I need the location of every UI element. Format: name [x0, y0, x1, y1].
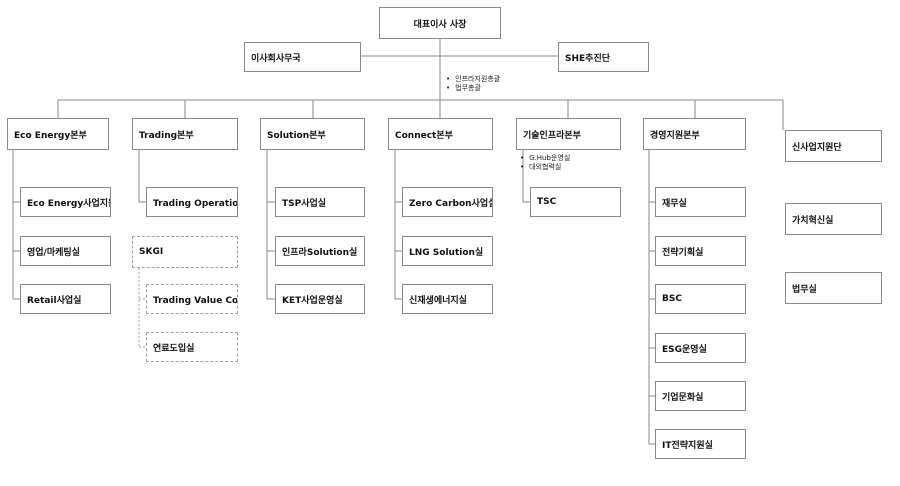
- unit-trading-value-connect: Trading Value Connect실: [146, 284, 238, 314]
- unit-zero-carbon: Zero Carbon사업실: [402, 187, 493, 217]
- unit-corporate-culture: 기업문화실: [655, 381, 746, 411]
- unit-value-innovation: 가치혁신실: [785, 203, 882, 235]
- ceo-note: 인프라지원총괄: [446, 75, 500, 84]
- division-management-support: 경영지원본부: [643, 118, 746, 150]
- unit-lng-solution: LNG Solution실: [402, 236, 493, 266]
- unit-bsc: BSC: [655, 284, 746, 314]
- unit-tsp: TSP사업실: [275, 187, 365, 217]
- division-connect: Connect본부: [388, 118, 493, 150]
- unit-finance: 재무실: [655, 187, 746, 217]
- unit-renewable-energy: 신재생에너지실: [402, 284, 493, 314]
- unit-trading-operation: Trading Operation실: [146, 187, 238, 217]
- tech-infra-note: 대외협력실: [520, 163, 570, 172]
- ceo-note: 법무총괄: [446, 84, 500, 93]
- board-secretariat-box: 이사회사무국: [244, 42, 361, 72]
- tech-infra-notes: G.Hub운영실 대외협력실: [520, 154, 570, 172]
- unit-legal: 법무실: [785, 272, 882, 304]
- unit-esg-operation: ESG운영실: [655, 333, 746, 363]
- division-solution: Solution본부: [260, 118, 365, 150]
- division-tech-infra: 기술인프라본부: [516, 118, 621, 150]
- tech-infra-note: G.Hub운영실: [520, 154, 570, 163]
- unit-it-strategy-support: IT전략지원실: [655, 429, 746, 459]
- unit-retail: Retail사업실: [20, 284, 111, 314]
- unit-infra-solution: 인프라Solution실: [275, 236, 365, 266]
- unit-sales-marketing: 영업/마케팅실: [20, 236, 111, 266]
- division-trading: Trading본부: [132, 118, 238, 150]
- unit-new-business-support: 신사업지원단: [785, 130, 882, 162]
- unit-fuel-import: 연료도입실: [146, 332, 238, 362]
- unit-tsc: TSC: [530, 187, 621, 217]
- unit-ket-operation: KET사업운영실: [275, 284, 365, 314]
- she-team-box: SHE추진단: [558, 42, 649, 72]
- skgi-box: SKGI: [132, 236, 238, 268]
- division-eco-energy: Eco Energy본부: [7, 118, 109, 150]
- unit-strategy-planning: 전략기획실: [655, 236, 746, 266]
- unit-eco-energy-support: Eco Energy사업지원실: [20, 187, 111, 217]
- ceo-box: 대표이사 사장: [379, 7, 501, 39]
- ceo-notes: 인프라지원총괄 법무총괄: [446, 75, 500, 93]
